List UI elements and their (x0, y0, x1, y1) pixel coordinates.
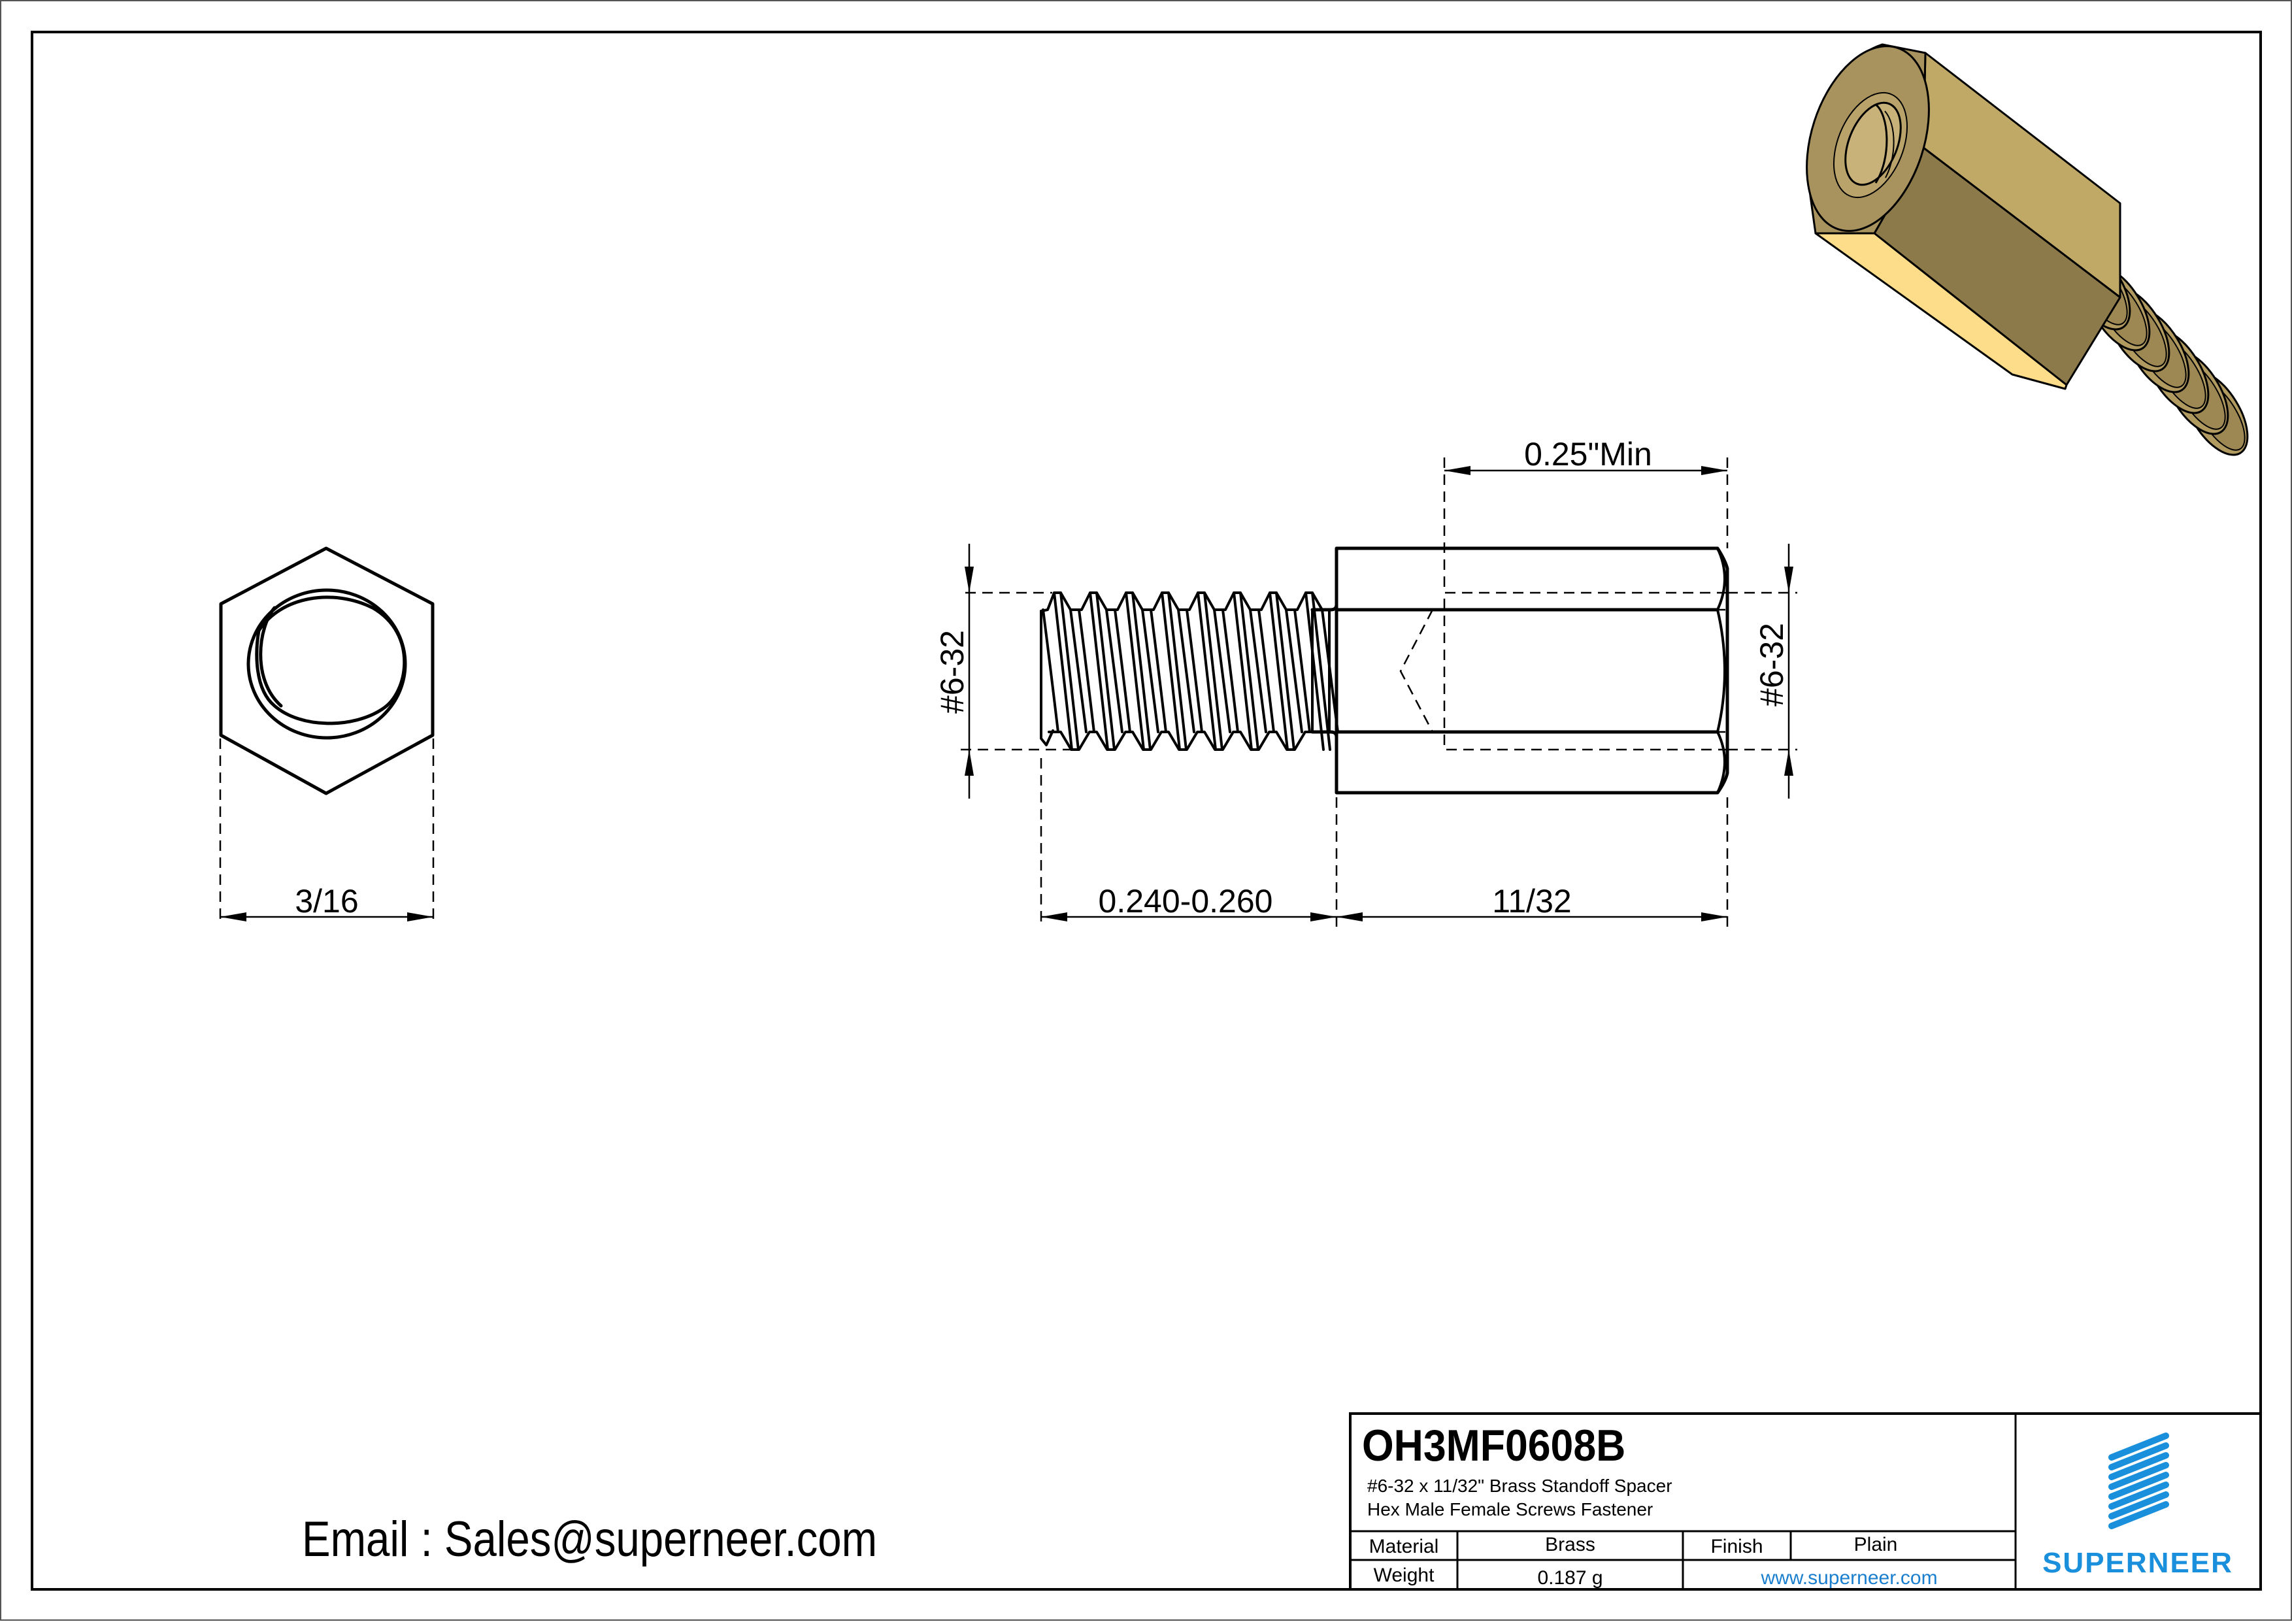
part-number: OH3MF0608B (1362, 1421, 1626, 1470)
hex-chamfer-arcs (1716, 547, 1726, 794)
thread-root-line (1141, 608, 1159, 733)
thread-root-line (1114, 608, 1131, 733)
male-thread (1040, 591, 1339, 751)
thread-flank (1095, 591, 1116, 751)
thread-start-curve (259, 606, 283, 708)
thread-flank (1059, 591, 1080, 751)
thread-root-line (1069, 608, 1088, 733)
logo-stripe (2108, 1491, 2169, 1519)
thread-root-line (1177, 608, 1195, 733)
thread-root-line (1042, 608, 1059, 733)
dim-male-length-label: 0.240-0.260 (1099, 883, 1273, 920)
thread-flank (1275, 591, 1295, 751)
thread-root-line (1221, 608, 1239, 733)
dim-thread-depth-label: 0.25"Min (1524, 436, 1652, 472)
thread-flank (1125, 591, 1145, 751)
arrowhead-left (1444, 466, 1470, 475)
thread-root-line (1078, 608, 1095, 733)
thread-root-line (1321, 608, 1339, 733)
end-view: 3/16 (219, 546, 435, 925)
title-block-frame (1349, 1412, 2262, 1591)
arrowhead-right (1701, 466, 1727, 475)
render-tapped-hole (1844, 101, 1902, 186)
dim-male-thread-label: #6-32 (934, 630, 971, 714)
logo-stripe (2108, 1501, 2169, 1529)
tapped-hole-hidden (1443, 591, 1727, 751)
drawing-frame (31, 31, 2262, 1591)
render-hole-thread-2 (1884, 110, 1895, 178)
logo-stripe (2108, 1472, 2169, 1500)
thread-flank (1053, 591, 1073, 751)
arrowhead (1041, 912, 1067, 921)
thread-root-line (1150, 608, 1167, 733)
hex-body (1335, 546, 1729, 795)
thread-flank (1167, 591, 1188, 751)
hex-body-outline (1335, 546, 1729, 795)
arrowhead-top (1784, 567, 1793, 593)
arrowhead-bottom (1784, 750, 1793, 776)
description-line-1: #6-32 x 11/32" Brass Standoff Spacer (1367, 1476, 1672, 1496)
description-line-2: Hex Male Female Screws Fastener (1367, 1499, 1653, 1519)
thread-end (1040, 610, 1054, 746)
arrowhead (1310, 912, 1337, 921)
arrowhead (1701, 912, 1727, 921)
material-label: Material (1369, 1536, 1439, 1557)
thread-minor-curve (255, 595, 407, 725)
arrowhead-right (407, 912, 433, 921)
arrowhead (1337, 912, 1363, 921)
thread-flank (1304, 591, 1325, 751)
logo-mark-icon (2108, 1433, 2169, 1529)
logo-stripe (2108, 1442, 2169, 1470)
finish-value: Plain (1853, 1534, 1898, 1555)
thread-root-line (1213, 608, 1231, 733)
dim-hex-width-label: 3/16 (295, 883, 358, 920)
thread-root-line (1285, 608, 1303, 733)
thread-flank (1203, 591, 1223, 751)
thread-root-line (1249, 608, 1267, 733)
logo-stripe (2108, 1462, 2169, 1490)
thread-flank (1239, 591, 1259, 751)
thread-profile-bottom (1048, 731, 1314, 751)
side-view: #6-32 #6-32 0.25"Min 0.240-0.260 11/32 (934, 436, 1797, 927)
thread-root-line (1257, 608, 1275, 733)
drill-point-hidden (1399, 609, 1434, 733)
thread-profile-top (1040, 591, 1335, 612)
dim-female-thread-label: #6-32 (1753, 623, 1790, 706)
weight-label: Weight (1373, 1565, 1435, 1586)
thread-root-line (1186, 608, 1203, 733)
weight-value: 0.187 g (1537, 1567, 1603, 1589)
arrowhead-bottom (965, 750, 974, 776)
thread-flank (1233, 591, 1253, 751)
thread-flank (1161, 591, 1181, 751)
finish-label: Finish (1710, 1536, 1763, 1557)
thread-flank (1269, 591, 1289, 751)
render-hole-thread-1 (1874, 103, 1888, 184)
material-value: Brass (1545, 1534, 1595, 1555)
isometric-render (1806, 43, 2249, 456)
logo-wordmark: SUPERNEER (2042, 1547, 2233, 1579)
logo-stripe (2108, 1482, 2169, 1510)
arrowhead-left (220, 912, 246, 921)
hex-outline (219, 546, 435, 795)
thread-flank (1089, 591, 1109, 751)
contact-email: Email : Sales@superneer.com (302, 1512, 878, 1567)
thread-flank (1311, 591, 1331, 751)
logo-stripe (2108, 1452, 2169, 1480)
website-link[interactable]: www.superneer.com (1761, 1567, 1938, 1589)
thread-flank (1197, 591, 1217, 751)
thread-flank (1131, 591, 1152, 751)
logo-stripe (2108, 1433, 2169, 1461)
thread-root-line (1293, 608, 1311, 733)
title-block (1349, 1412, 2262, 1591)
thread-root-line (1105, 608, 1123, 733)
dim-body-length-label: 11/32 (1492, 883, 1571, 920)
arrowhead-top (965, 567, 974, 593)
